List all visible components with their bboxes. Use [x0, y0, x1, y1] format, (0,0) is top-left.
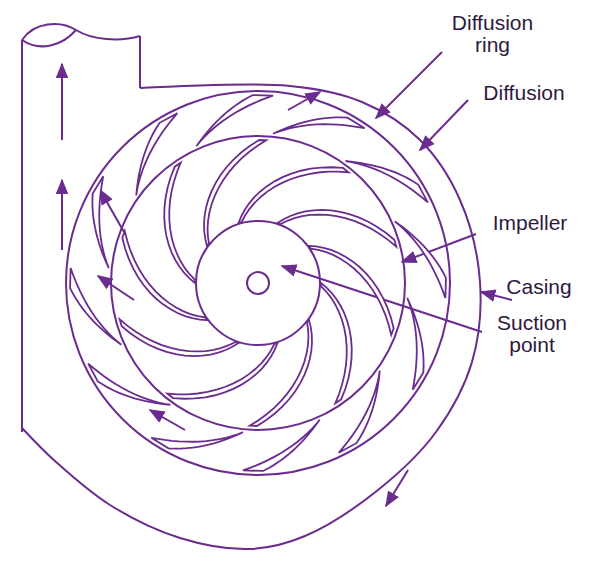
outlet-pipe-wall	[21, 40, 23, 432]
diffuser-vane	[92, 176, 108, 268]
flow-arrow	[150, 410, 185, 430]
part-label: Diffusion ring	[440, 12, 545, 56]
impeller-vane	[122, 231, 207, 320]
flow-arrow	[386, 470, 408, 506]
impeller-vane	[277, 210, 396, 247]
diffuser-vane	[136, 113, 177, 195]
impeller-rim	[111, 136, 405, 430]
impeller-vane	[321, 283, 352, 403]
diffuser-vane	[273, 117, 365, 133]
diffuser-vane	[88, 364, 170, 405]
leader-line	[420, 100, 468, 150]
pipe-cut-end	[22, 30, 76, 46]
part-label: Impeller	[474, 212, 586, 234]
diffuser-vane	[196, 95, 273, 146]
outlet-pipe-wall	[139, 36, 141, 88]
flow-arrow	[288, 92, 320, 110]
part-label: Casing	[494, 276, 584, 298]
diffuser-vane	[395, 221, 446, 298]
impeller-vane	[120, 319, 239, 356]
diffuser-vane	[346, 161, 428, 202]
flow-arrow	[61, 180, 63, 250]
impeller-eye	[196, 221, 320, 345]
pipe-cut-end	[22, 24, 140, 40]
casing-outline	[22, 85, 481, 550]
diffusion-ring-outer	[66, 91, 450, 475]
flow-arrow	[100, 190, 124, 232]
flow-arrow	[98, 276, 134, 300]
diffuser-vane	[151, 432, 243, 448]
shaft-circle	[247, 272, 269, 294]
diffuser-vane	[243, 420, 320, 471]
diffuser-vane	[339, 371, 380, 453]
diffuser-vane	[407, 298, 423, 390]
diffuser-vane	[70, 268, 121, 345]
impeller-vane	[309, 246, 394, 335]
impeller-vane	[204, 140, 266, 246]
part-label: Diffusion	[468, 82, 580, 104]
leader-line	[376, 52, 442, 118]
flow-arrow	[61, 64, 63, 140]
impeller-vane	[250, 320, 312, 426]
part-label: Suction point	[484, 312, 580, 356]
impeller-vane	[164, 163, 195, 283]
